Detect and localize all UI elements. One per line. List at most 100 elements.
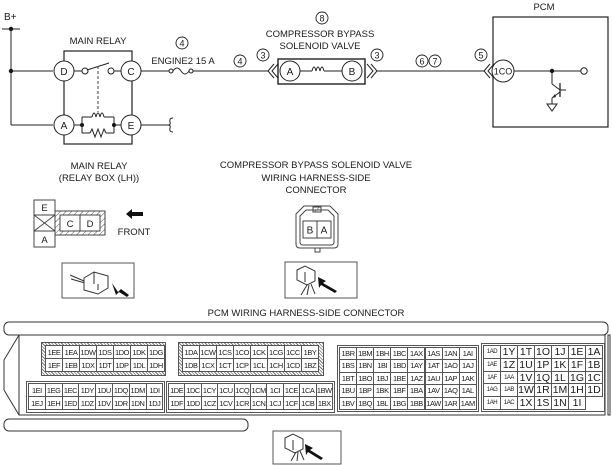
- pcm-pin-1di: 1DI: [145, 383, 164, 397]
- pcm-pin-1y: 1Y: [500, 345, 518, 359]
- pcm-pin-1as: 1AS: [424, 347, 443, 361]
- pcm-pin-1l: 1L: [551, 370, 569, 385]
- pcm-pin-1u: 1U: [517, 357, 535, 372]
- pcm-pin-1ap: 1AP: [441, 371, 460, 386]
- svg-text:E: E: [128, 121, 135, 132]
- callout-valve: 8: [319, 14, 324, 24]
- callout-valve-out: 3: [374, 51, 379, 61]
- pcm-pin-1o: 1O: [534, 345, 552, 359]
- relay-switch: [74, 62, 121, 112]
- relay-conn-terminal-c: C: [67, 219, 74, 230]
- svg-text:D: D: [60, 67, 67, 78]
- pcm-pin-1ca: 1CA: [299, 383, 317, 397]
- relay-conn-terminal-d: D: [87, 219, 94, 230]
- pcm-pin-1dg: 1DG: [147, 345, 165, 359]
- pcm-pin-1bt: 1BT: [339, 371, 358, 386]
- pcm-pin-1dc: 1DC: [184, 383, 202, 397]
- pcm-pin-1de: 1DE: [168, 383, 186, 397]
- pcm-pin-1ao: 1AO: [441, 359, 460, 373]
- pcm-pin-1aj: 1AJ: [458, 359, 477, 373]
- pcm-pin-1e: 1E: [568, 345, 586, 359]
- pcm-pin-1ck: 1CK: [250, 345, 268, 359]
- pcm-pin-1ai: 1AI: [458, 347, 477, 361]
- pcm-pin-1bo: 1BO: [356, 371, 375, 386]
- pcm-pin-1ej: 1EJ: [28, 396, 46, 410]
- pcm-pin-1eb: 1EB: [62, 358, 80, 372]
- svg-text:(RELAY BOX (LH)): (RELAY BOX (LH)): [59, 173, 139, 184]
- pcm-pin-1cu: 1CU: [217, 383, 235, 397]
- pcm-pin-1ar: 1AR: [441, 396, 460, 410]
- svg-text:A: A: [287, 67, 294, 78]
- pcm-pin-1cg: 1CG: [267, 345, 285, 359]
- pcm-pin-1v: 1V: [517, 370, 535, 385]
- valve-conn-terminal-a: A: [321, 226, 328, 237]
- main-relay-label: MAIN RELAY: [70, 36, 128, 47]
- pcm-pin-1t: 1T: [517, 345, 535, 359]
- pcm-pin-1cf: 1CF: [282, 396, 301, 410]
- pcm-pin-1cn: 1CN: [250, 396, 268, 410]
- pcm-pin-1bu: 1BU: [339, 384, 358, 398]
- pcm-pin-1bs: 1BS: [339, 359, 358, 373]
- pcm-pin-1b: 1B: [585, 357, 603, 372]
- pcm-pin-1ab: 1AB: [500, 383, 518, 398]
- pcm-pin-1aw: 1AW: [424, 396, 443, 410]
- pcm-pin-1bi: 1BI: [373, 359, 392, 373]
- pcm-pin-1p: 1P: [534, 357, 552, 372]
- pcm-pin-1dq: 1DQ: [112, 383, 130, 397]
- front-label: FRONT: [118, 227, 151, 238]
- pcm-pin-1n: 1N: [551, 396, 569, 410]
- main-relay-connector: MAIN RELAY (RELAY BOX (LH)) E A C D FRON…: [33, 161, 151, 299]
- pcm-pin-1dm: 1DM: [128, 383, 147, 397]
- callout-valve-in: 3: [260, 51, 265, 61]
- pcm-pin-1cm: 1CM: [250, 383, 268, 397]
- pcm-pin-1h: 1H: [568, 383, 586, 398]
- pcm-pin-1dt: 1DT: [96, 358, 114, 372]
- harness-view-icon: [272, 430, 342, 465]
- harness-view-icon: [284, 261, 358, 299]
- pcm-pin-1cq: 1CQ: [233, 383, 251, 397]
- pcm-pin-1bc: 1BC: [390, 347, 409, 361]
- pcm-pin-1a: 1A: [585, 345, 603, 359]
- pcm-pin-1dl: 1DL: [130, 358, 148, 372]
- pcm-pin-1z: 1Z: [500, 357, 518, 372]
- callout-wire-4: 4: [237, 57, 242, 67]
- pcm-pin-1be: 1BE: [390, 371, 409, 386]
- svg-text:B: B: [349, 67, 356, 78]
- harness-view-icon: [61, 262, 135, 299]
- svg-text:WIRING HARNESS-SIDE: WIRING HARNESS-SIDE: [261, 173, 370, 184]
- svg-text:1CO: 1CO: [494, 67, 513, 77]
- pcm-pin-1av: 1AV: [424, 384, 443, 398]
- pcm-pin-1co: 1CO: [233, 345, 251, 359]
- pcm-pin-1cx: 1CX: [199, 358, 217, 372]
- pcm-pin-1ef: 1EF: [45, 358, 63, 372]
- pcm-pin-1ak: 1AK: [458, 371, 477, 386]
- pcm-pin-1j: 1J: [551, 345, 569, 359]
- pcm-pin-1dd: 1DD: [184, 396, 202, 410]
- pcm-pin-1bw: 1BW: [315, 383, 333, 397]
- svg-text:CONNECTOR: CONNECTOR: [285, 185, 346, 196]
- pcm-pin-1bf: 1BF: [390, 384, 409, 398]
- pcm-pin-1du: 1DU: [95, 383, 113, 397]
- pcm-pin-1dk: 1DK: [130, 345, 148, 359]
- pcm-pin-1al: 1AL: [458, 384, 477, 398]
- pcm-pin-1ae: 1AE: [483, 357, 501, 372]
- pcm-pin-1dz: 1DZ: [78, 396, 97, 410]
- pcm-pin-1f: 1F: [568, 357, 586, 372]
- valve-conn-terminal-b: B: [307, 226, 314, 237]
- pcm-pin-1bq: 1BQ: [356, 396, 375, 410]
- pcm-pin-1ax: 1AX: [407, 347, 426, 361]
- pcm-pin-1dr: 1DR: [112, 396, 130, 410]
- relay-coil: [74, 112, 121, 139]
- pcm-pin-1au: 1AU: [424, 371, 443, 386]
- callout-pcm-in: 5: [478, 51, 483, 61]
- pcm-pin-1db: 1DB: [182, 358, 200, 372]
- pcm-pin-1ay: 1AY: [407, 359, 426, 373]
- pcm-pin-1dx: 1DX: [79, 358, 97, 372]
- svg-text:COMPRESSOR BYPASS: COMPRESSOR BYPASS: [266, 29, 375, 40]
- pcm-pin-1by: 1BY: [301, 345, 319, 359]
- svg-text:MAIN RELAY: MAIN RELAY: [71, 161, 129, 172]
- pcm-pin-1az: 1AZ: [407, 371, 426, 386]
- relay-conn-terminal-e: E: [41, 203, 47, 214]
- pcm-pin-1k: 1K: [551, 357, 569, 372]
